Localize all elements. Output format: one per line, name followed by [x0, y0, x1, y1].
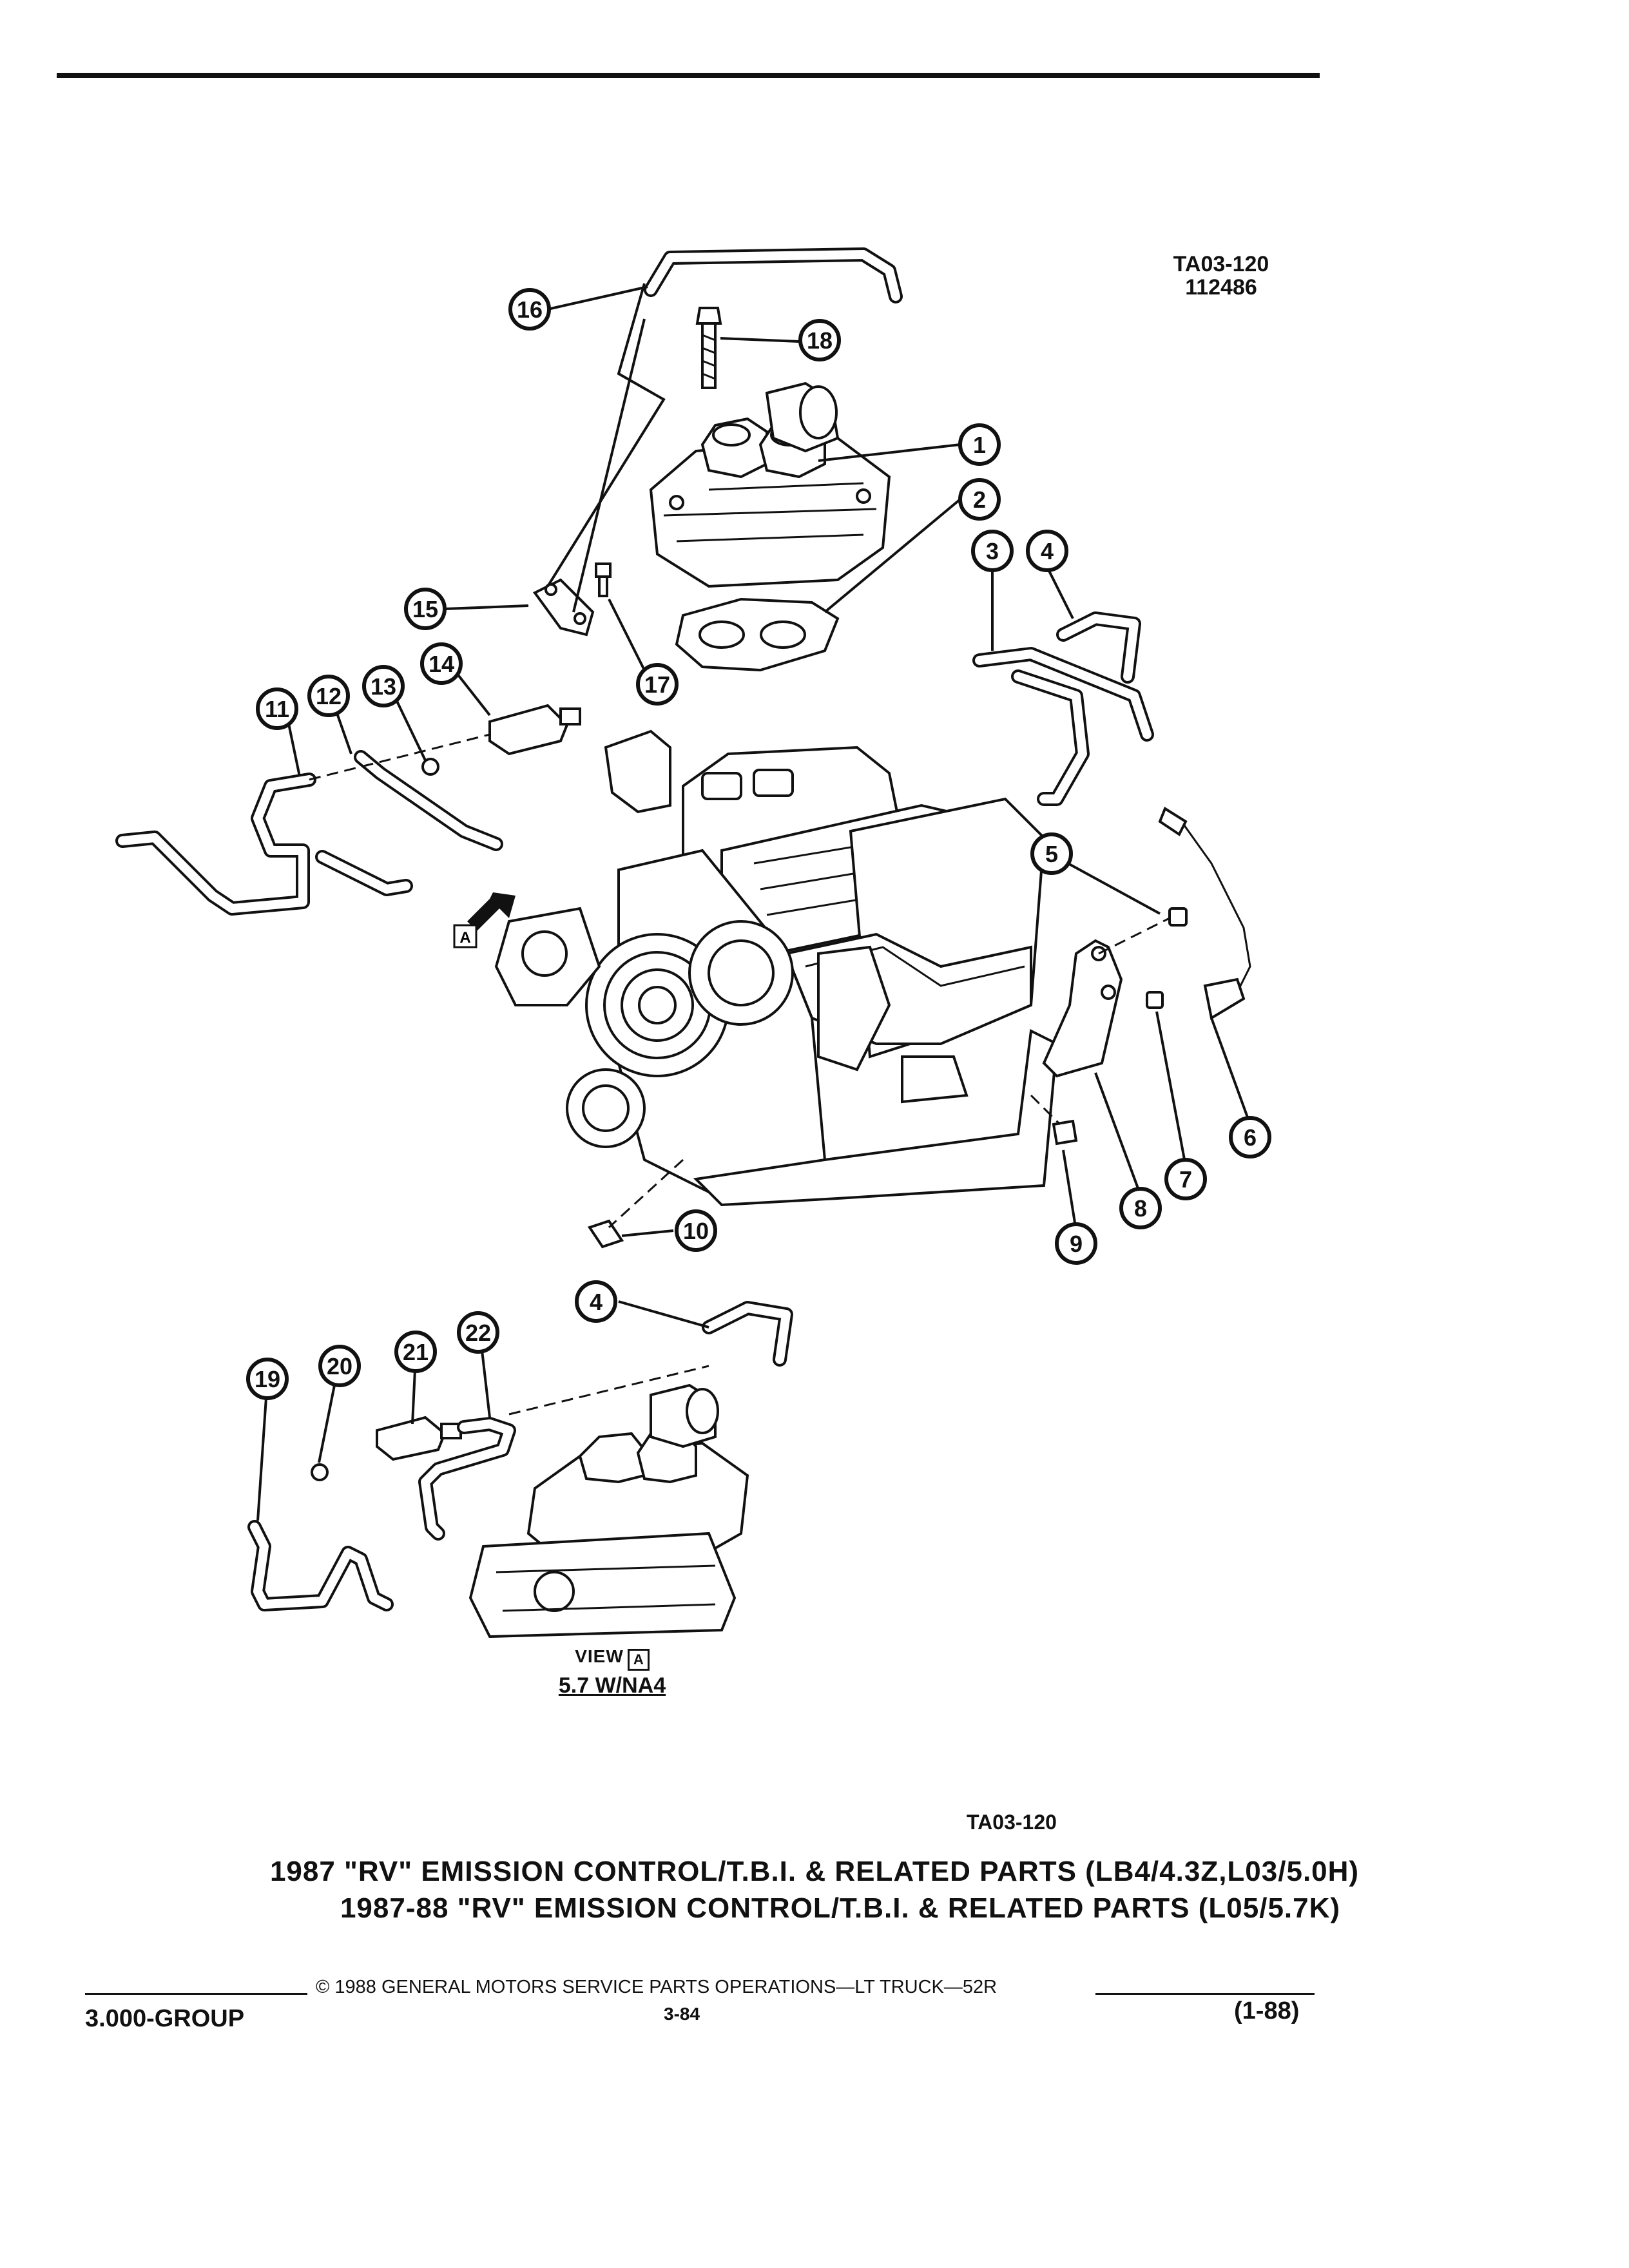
callout-2: 2 [958, 478, 1001, 521]
drawing-code-top: TA03-120 [1173, 252, 1269, 276]
callout-4-view-a: 4 [575, 1280, 617, 1323]
callout-21: 21 [394, 1331, 437, 1373]
alignment-line [508, 1365, 709, 1416]
callout-22: 22 [457, 1311, 499, 1354]
alignment-line [309, 733, 490, 781]
tube-3-illustration [972, 647, 1154, 806]
callout-12: 12 [307, 675, 350, 717]
svg-text:11: 11 [265, 696, 289, 722]
svg-text:1: 1 [973, 432, 986, 458]
footer-group: 3.000-GROUP [85, 2005, 245, 2032]
view-subtitle: 5.7 W/NA4 [558, 1673, 666, 1698]
svg-text:21: 21 [403, 1339, 429, 1365]
svg-text:4: 4 [1041, 538, 1054, 564]
callout-1: 1 [958, 423, 1001, 466]
svg-text:7: 7 [1179, 1166, 1192, 1193]
svg-text:10: 10 [683, 1218, 709, 1244]
hose-19-illustration [247, 1520, 394, 1611]
callout-3: 3 [971, 530, 1014, 572]
svg-text:16: 16 [517, 296, 543, 323]
callout-5: 5 [1030, 832, 1073, 875]
valve-21-illustration [311, 1416, 462, 1481]
view-a-tube-4-illustration [702, 1301, 793, 1367]
callout-6: 6 [1229, 1116, 1271, 1158]
alignment-line [608, 1158, 684, 1229]
callout-16: 16 [508, 288, 551, 331]
callout-13: 13 [362, 665, 405, 707]
drawing-code-bottom: TA03-120 [967, 1811, 1057, 1834]
svg-text:17: 17 [644, 671, 670, 698]
bracket-15-illustration [532, 578, 595, 637]
callout-19: 19 [246, 1358, 289, 1400]
view-marker-box: A [627, 1648, 650, 1671]
drawing-number: 112486 [1185, 275, 1257, 300]
footer-revision: (1-88) [1234, 1997, 1300, 2024]
valve-14-illustration [421, 704, 581, 776]
svg-text:14: 14 [429, 651, 454, 677]
footer-copyright: © 1988 GENERAL MOTORS SERVICE PARTS OPER… [316, 1977, 998, 1997]
view-a-throttle-body-illustration [468, 1383, 749, 1639]
footer-page-number: 3-84 [664, 2004, 700, 2024]
callout-8: 8 [1119, 1187, 1162, 1229]
bolt-7-illustration [1146, 991, 1164, 1009]
bolt-18-illustration [695, 307, 722, 389]
top-rule [57, 73, 1320, 78]
page-title-line-2: 1987-88 "RV" EMISSION CONTROL/T.B.I. & R… [340, 1892, 1341, 1924]
callout-14: 14 [420, 642, 463, 685]
svg-text:20: 20 [327, 1353, 352, 1379]
callout-18: 18 [798, 319, 841, 361]
bolt-5-illustration [1168, 907, 1188, 927]
svg-text:13: 13 [371, 673, 396, 700]
engine-block-illustration [494, 729, 1059, 1207]
callout-20: 20 [318, 1345, 361, 1387]
svg-text:3: 3 [986, 538, 999, 564]
view-label: VIEW [575, 1646, 624, 1666]
callout-7: 7 [1164, 1158, 1207, 1200]
svg-text:6: 6 [1244, 1124, 1257, 1151]
view-a-arrow: A [453, 892, 516, 948]
plug-9-illustration [1052, 1119, 1078, 1146]
callout-10: 10 [675, 1209, 717, 1252]
svg-text:4: 4 [590, 1289, 602, 1315]
hose-11-illustration [115, 773, 316, 916]
footer-rule-right [1095, 1993, 1315, 1995]
svg-text:2: 2 [973, 486, 986, 513]
svg-text:12: 12 [316, 683, 342, 709]
svg-text:5: 5 [1045, 841, 1058, 867]
alignment-line [1098, 917, 1170, 955]
callout-15: 15 [404, 588, 447, 630]
footer-rule-left [85, 1993, 307, 1995]
svg-text:9: 9 [1070, 1231, 1083, 1257]
callout-9: 9 [1055, 1222, 1097, 1265]
svg-text:8: 8 [1134, 1195, 1147, 1222]
alignment-line [1030, 1094, 1061, 1126]
hose-22-illustration [418, 1417, 516, 1541]
drawing-reference: TA03-120 112486 [1160, 253, 1282, 299]
sensor-10-illustration [587, 1219, 624, 1249]
callout-11: 11 [256, 687, 298, 730]
callout-4: 4 [1026, 530, 1068, 572]
svg-text:22: 22 [465, 1320, 491, 1346]
bracket-8-illustration [1042, 939, 1123, 1078]
gasket-illustration [675, 597, 840, 672]
oxygen-sensor-illustration [1158, 807, 1251, 1021]
page-title-line-1: 1987 "RV" EMISSION CONTROL/T.B.I. & RELA… [269, 1856, 1360, 1887]
svg-text:18: 18 [807, 327, 833, 354]
throttle-body-illustration [649, 381, 891, 588]
view-marker: A [459, 929, 470, 947]
svg-text:15: 15 [412, 596, 438, 622]
callout-17: 17 [636, 663, 679, 706]
bolt-17-illustration [595, 562, 612, 597]
tube-4-illustration [1056, 611, 1141, 684]
hose-12-illustration [315, 750, 503, 896]
hose-16-illustration [644, 247, 903, 303]
svg-text:19: 19 [255, 1366, 280, 1392]
